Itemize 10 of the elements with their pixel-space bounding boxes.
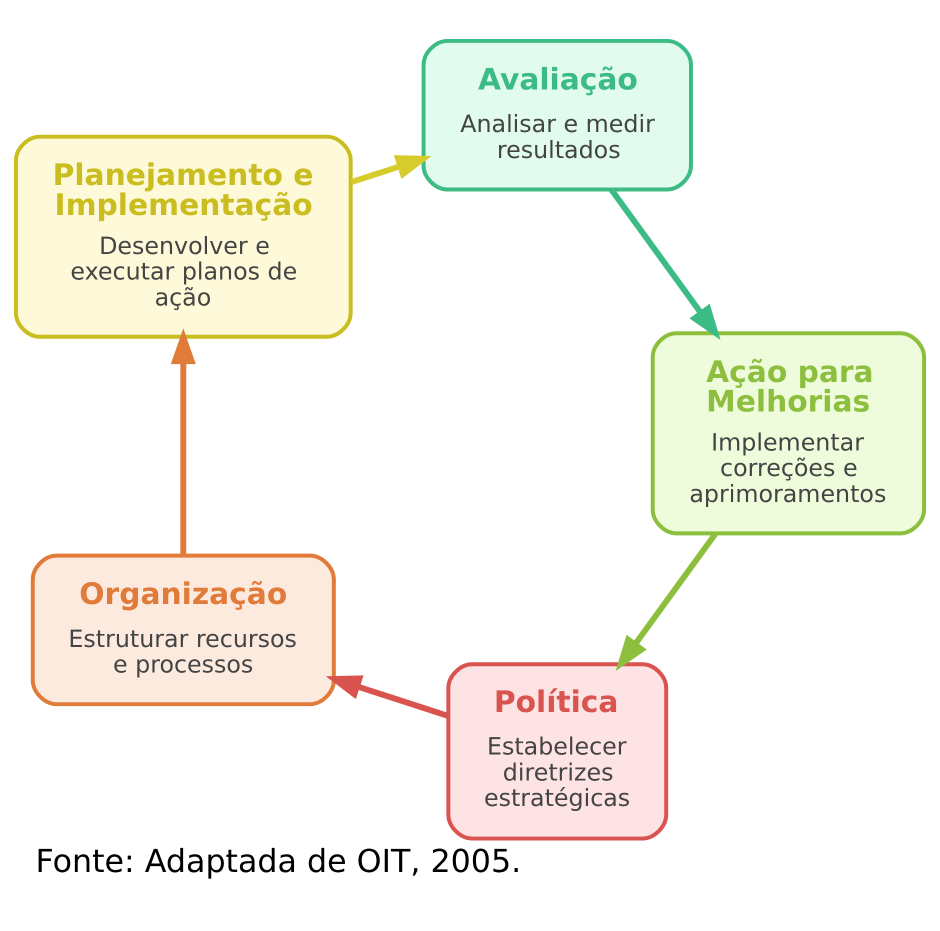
node-box: Planejamento e Implementação Desenvolver e executar planos de ação [14, 134, 353, 339]
arrow [616, 532, 718, 672]
arrow [170, 328, 196, 556]
node-box: Avaliação Analisar e medir resultados [422, 38, 693, 192]
arrow [326, 675, 450, 719]
arrow [350, 155, 432, 185]
node-box: Política Estabelecer diretrizes estratégicas [446, 662, 668, 841]
node-box: Organização Estruturar recursos e processos [30, 554, 336, 706]
node-box: Ação para Melhorias Implementar correções e aprimoramentos [650, 331, 926, 536]
caption: Fonte: Adaptada de OIT, 2005. [36, 844, 522, 880]
